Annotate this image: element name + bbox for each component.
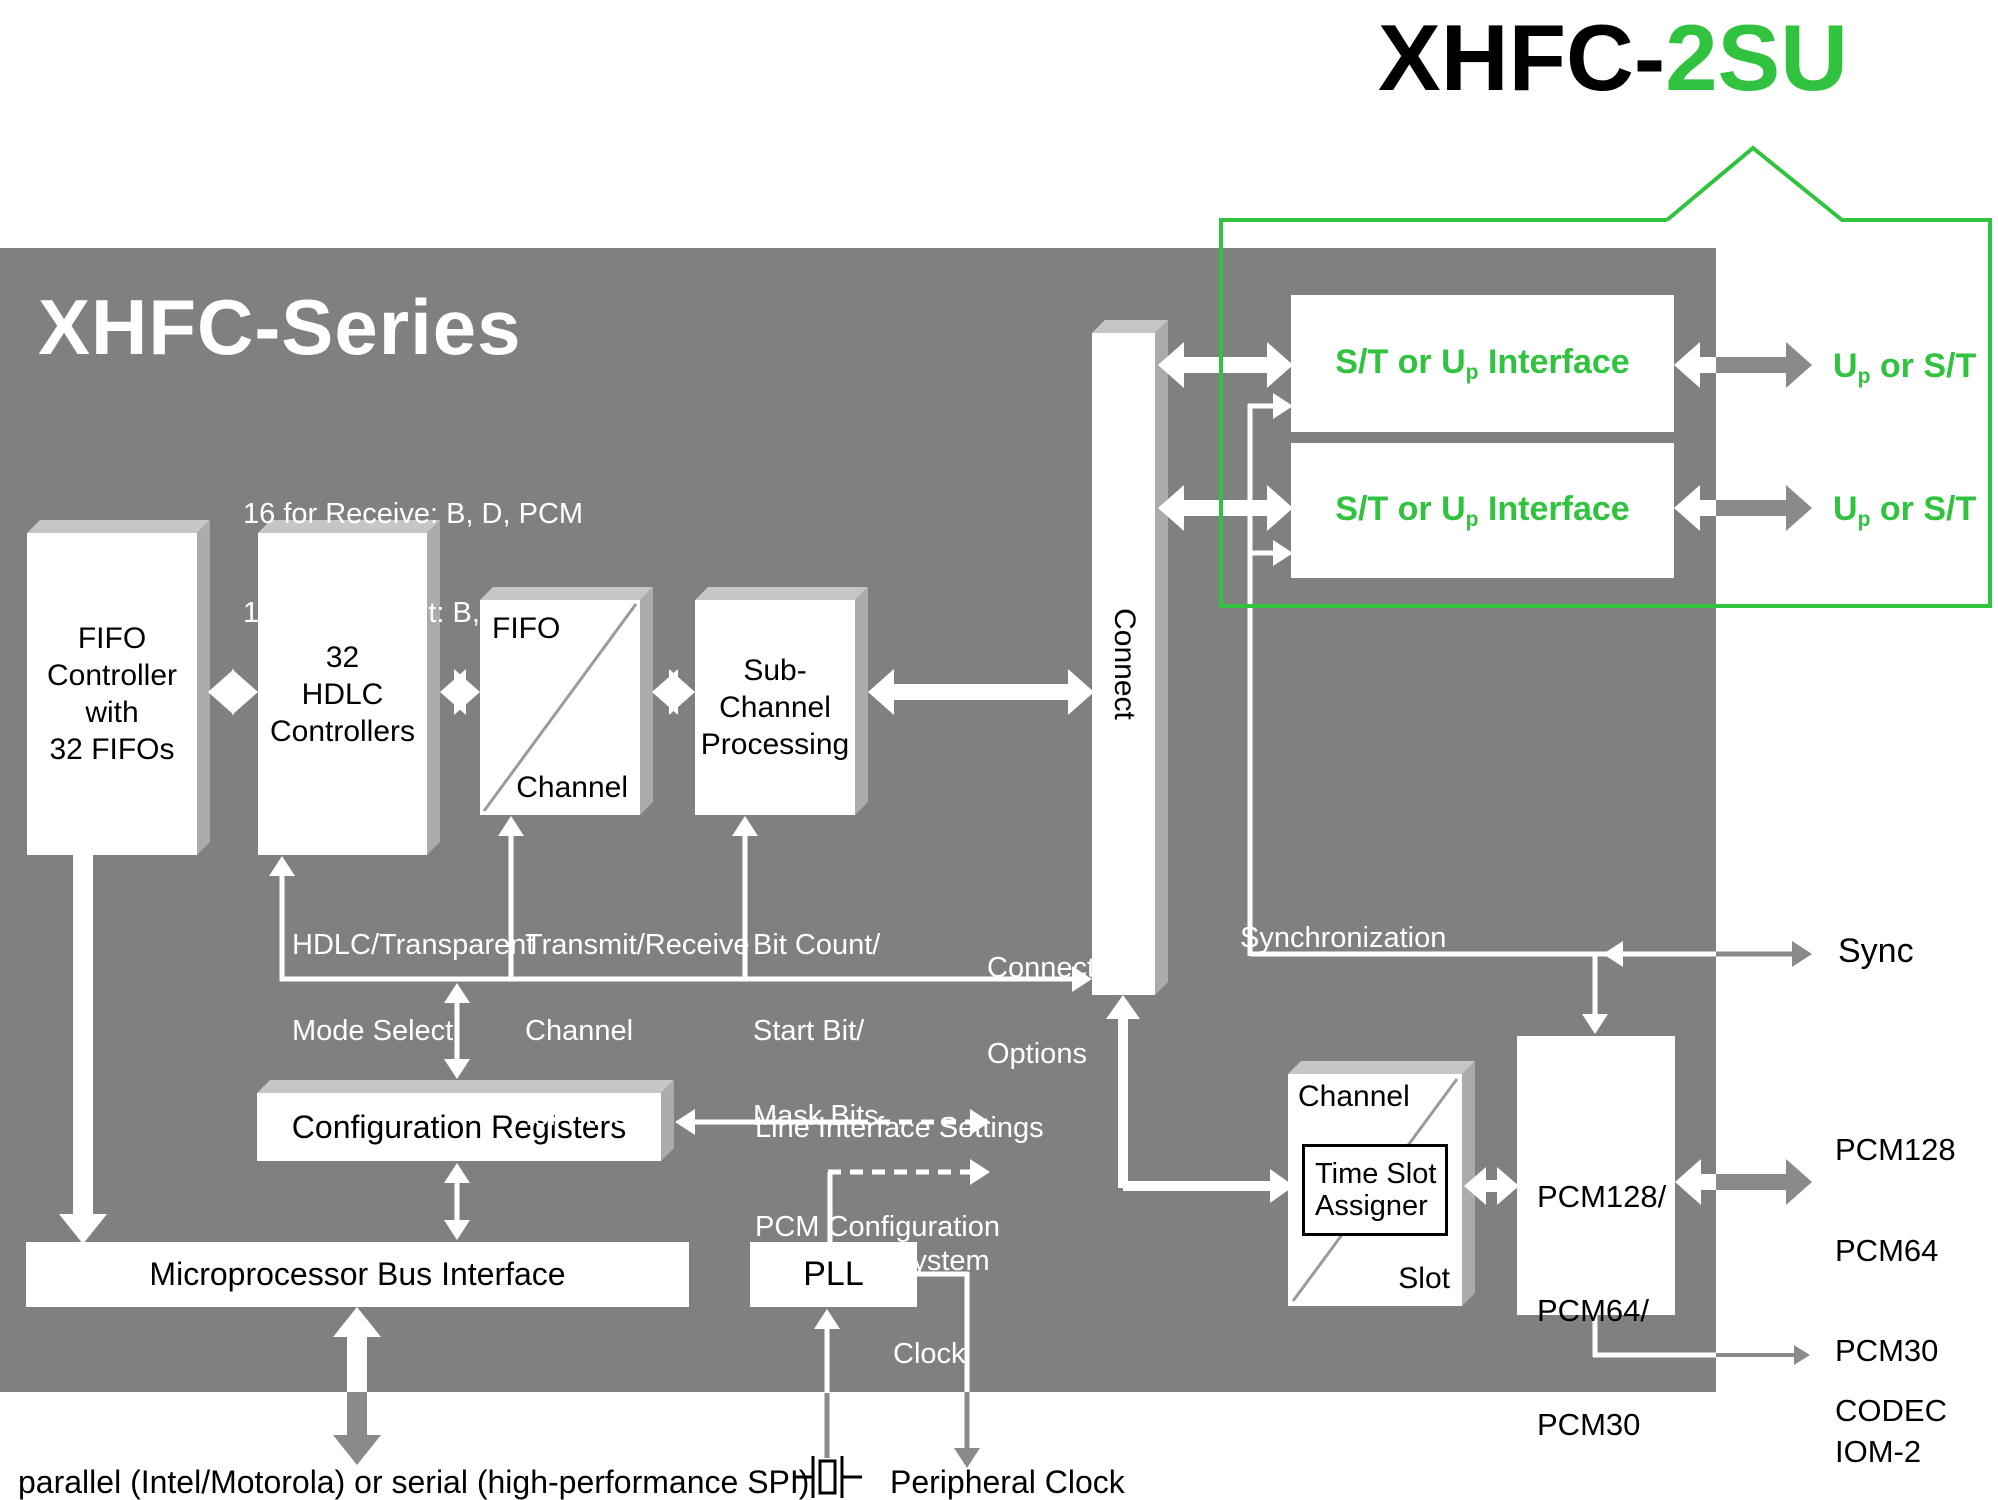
line-interface-annotation: Line Interface Settings PCM Configuratio…: [755, 1112, 1044, 1243]
sync-label: Sync: [1838, 932, 1914, 970]
up-or-st-label-2: Up or S/T: [1833, 490, 1977, 531]
time-slot-assigner-box: Time Slot Assigner: [1302, 1144, 1448, 1236]
product-title: XHFC-2SU: [1378, 4, 1848, 112]
time-slot-top-label: Channel: [1298, 1080, 1410, 1113]
time-slot-bottom-label: Slot: [1398, 1262, 1450, 1295]
codec-arrow-out: [1716, 1345, 1810, 1365]
st2-line-arrow-out: [1716, 485, 1812, 531]
connect-label: Connect: [1107, 608, 1141, 720]
configuration-registers-block: Configuration Registers: [257, 1093, 661, 1161]
connect-label-wrap: Connect: [1092, 333, 1155, 995]
fifo-channel-bottom-label: Channel: [516, 771, 628, 804]
st-interface-block-1: S/T or Up Interface: [1291, 295, 1674, 432]
sync-line-out: [1716, 941, 1812, 967]
series-title: XHFC-Series: [38, 283, 522, 371]
st-interface-label-1: S/T or Up Interface: [1335, 342, 1630, 384]
st-interface-block-2: S/T or Up Interface: [1291, 443, 1674, 578]
st-interface-label-2: S/T or Up Interface: [1335, 489, 1630, 531]
hdlc-mode-annotation: HDLC/Transparent Mode Select: [292, 929, 535, 1047]
synchronization-annotation: Synchronization: [1240, 922, 1447, 954]
microprocessor-bus-block: Microprocessor Bus Interface: [26, 1242, 689, 1307]
mbi-host-arrow-out: [333, 1392, 381, 1465]
peripheral-clock-label: Peripheral Clock: [890, 1464, 1125, 1500]
diagonal-divider: [482, 603, 638, 812]
up-or-st-label-1: Up or S/T: [1833, 347, 1977, 388]
product-title-black: XHFC-: [1378, 5, 1666, 110]
pcm-modes-label: PCM128 PCM64 PCM30 IOM-2 GCI MST: [1835, 1132, 1956, 1469]
fifo-controller-block: FIFO Controller with 32 FIFOs: [27, 533, 197, 855]
pcm-line-arrow-out: [1716, 1159, 1812, 1205]
st1-line-arrow-out: [1716, 342, 1812, 388]
connect-block: [1092, 333, 1155, 995]
microprocessor-note-label: parallel (Intel/Motorola) or serial (hig…: [18, 1464, 810, 1500]
fifo-channel-top-label: FIFO: [492, 612, 561, 645]
transmit-receive-annotation: Transmit/Receive Channel for FIFO: [525, 929, 750, 1132]
time-slot-block: Channel Slot Time Slot Assigner: [1288, 1074, 1462, 1306]
product-title-green: 2SU: [1665, 5, 1849, 110]
system-clock-annotation: System Clock: [893, 1245, 990, 1370]
pcm-interface-label: PCM128/ PCM64/ PCM30 Interface: [1537, 1179, 1667, 1442]
codec-select-label: CODEC Select: [1835, 1393, 1947, 1500]
fifo-channel-block: FIFO Channel: [480, 600, 640, 815]
bit-count-annotation: Bit Count/ Start Bit/ Mask Bits: [753, 929, 881, 1132]
sub-channel-block: Sub- Channel Processing: [695, 600, 855, 815]
connect-options-annotation: Connect Options: [987, 952, 1096, 1070]
pll-block: PLL: [750, 1242, 917, 1307]
pcm-interface-block: [1517, 1036, 1675, 1315]
hdlc-controllers-block: 32 HDLC Controllers: [258, 533, 427, 855]
